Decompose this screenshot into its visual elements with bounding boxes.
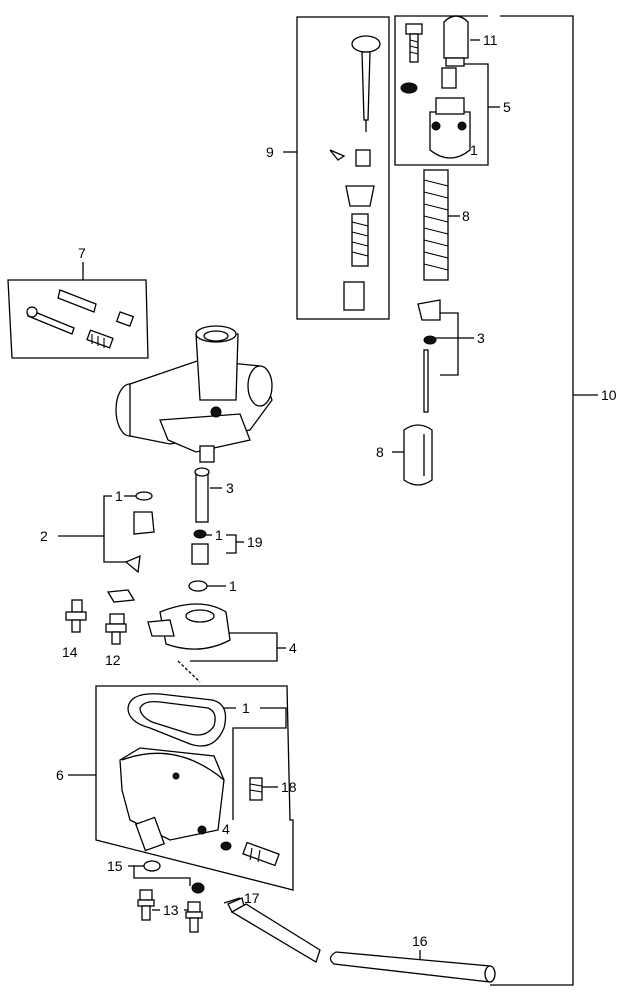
- float-chamber: [119, 747, 225, 852]
- callout-3: 3: [477, 330, 485, 346]
- carburetor-top-cap: [429, 67, 471, 159]
- air-screw: [220, 841, 280, 867]
- callout-13: 13: [163, 902, 179, 918]
- callout-4: 4: [222, 821, 230, 837]
- pilot-screw-kit: [26, 289, 135, 349]
- leader-10: [490, 15, 574, 986]
- callout-5: 5: [503, 99, 511, 115]
- drain-screw: [249, 777, 263, 801]
- screw-12: [105, 613, 127, 645]
- choke-assembly: [329, 35, 381, 311]
- float-valve: [106, 491, 155, 603]
- callout-14: 14: [62, 644, 78, 660]
- callout-8: 8: [462, 208, 470, 224]
- adjuster-screw: [400, 23, 423, 94]
- float-chamber-gasket: [127, 693, 227, 747]
- callout-18: 18: [281, 779, 297, 795]
- screw-14: [65, 599, 87, 633]
- throttle-spring: [423, 169, 449, 281]
- callout-19: 19: [247, 534, 263, 550]
- callout-7: 7: [78, 245, 86, 261]
- group-box-9: [296, 16, 390, 320]
- carburetor-body: [115, 325, 273, 463]
- float: [147, 603, 231, 650]
- overflow-tube: [230, 903, 321, 963]
- throttle-slide: [403, 424, 433, 486]
- callout-12: 12: [105, 652, 121, 668]
- drain-tube: [329, 951, 496, 983]
- callout-1: 1: [215, 527, 223, 543]
- callout-3: 3: [226, 480, 234, 496]
- washer-15: [143, 860, 205, 894]
- callout-1: 1: [229, 578, 237, 594]
- slow-jet: [188, 529, 209, 592]
- callout-17: 17: [244, 890, 260, 906]
- callout-1: 1: [470, 142, 478, 158]
- jet-needle: [417, 299, 441, 413]
- callout-1: 1: [242, 700, 250, 716]
- callout-10: 10: [601, 387, 617, 403]
- screw-13-right: [185, 901, 203, 933]
- main-jet: [194, 467, 210, 523]
- callout-4: 4: [289, 640, 297, 656]
- callout-9: 9: [266, 144, 274, 160]
- callout-6: 6: [56, 767, 64, 783]
- group-box-6: [95, 685, 294, 891]
- group-box-5: [394, 15, 489, 166]
- callout-8: 8: [376, 444, 384, 460]
- callout-15: 15: [107, 858, 123, 874]
- callout-11: 11: [483, 32, 498, 48]
- callout-1: 1: [115, 488, 123, 504]
- group-box-7: [7, 279, 149, 359]
- callout-2: 2: [40, 528, 48, 544]
- callout-16: 16: [412, 933, 428, 949]
- cable-cap: [443, 15, 469, 67]
- screw-13-left: [137, 889, 155, 921]
